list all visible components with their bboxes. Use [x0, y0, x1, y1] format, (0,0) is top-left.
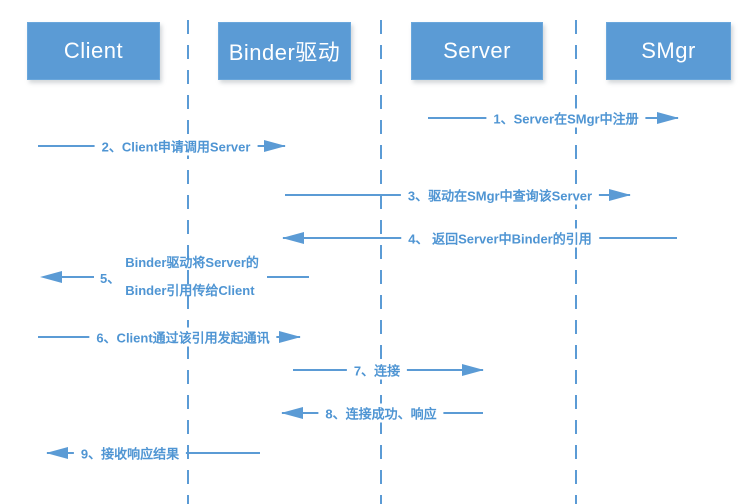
message-5-line-right: [266, 276, 309, 278]
message-5-number: 5、: [100, 270, 121, 286]
arrowhead-right-icon: [462, 364, 484, 376]
message-2-label: 2、Client申请调用Server: [94, 136, 258, 156]
participant-server: Server: [411, 22, 543, 80]
message-4: 4、 返回Server中Binder的引用: [282, 228, 677, 248]
message-7-label: 7、连接: [346, 360, 408, 380]
message-2: 2、Client申请调用Server: [38, 136, 286, 156]
message-8: 8、连接成功、响应: [281, 403, 483, 423]
message-3: 3、驱动在SMgr中查询该Server: [285, 185, 631, 205]
message-5: 5、 Binder驱动将Server的 Binder引用传给Client: [40, 249, 309, 305]
message-5-label: Binder驱动将Server的 Binder引用传给Client: [125, 249, 267, 305]
lifeline-separator-2: [380, 20, 382, 504]
message-5-line: [62, 276, 94, 278]
lifeline-separator-3: [575, 20, 577, 504]
participant-binder-driver: Binder驱动: [218, 22, 351, 80]
message-3-label: 3、驱动在SMgr中查询该Server: [400, 185, 600, 205]
arrowhead-left-icon: [282, 232, 304, 244]
arrowhead-left-icon: [46, 447, 68, 459]
message-7: 7、连接: [293, 360, 484, 380]
arrowhead-right-icon: [657, 112, 679, 124]
participant-smgr: SMgr: [606, 22, 731, 80]
message-9-label: 9、接收响应结果: [73, 443, 187, 463]
arrowhead-right-icon: [279, 331, 301, 343]
message-4-label: 4、 返回Server中Binder的引用: [401, 228, 599, 248]
arrowhead-left-icon: [40, 271, 62, 283]
message-9: 9、接收响应结果: [46, 443, 260, 463]
arrowhead-right-icon: [264, 140, 286, 152]
message-6: 6、Client通过该引用发起通讯: [38, 327, 301, 347]
lifeline-separator-1: [187, 20, 189, 504]
participant-client: Client: [27, 22, 160, 80]
message-1: 1、Server在SMgr中注册: [428, 108, 679, 128]
message-8-label: 8、连接成功、响应: [318, 403, 444, 423]
arrowhead-left-icon: [281, 407, 303, 419]
message-5-label-line2: Binder引用传给Client: [125, 283, 255, 298]
message-1-label: 1、Server在SMgr中注册: [486, 108, 646, 128]
message-6-label: 6、Client通过该引用发起通讯: [89, 327, 277, 347]
arrowhead-right-icon: [609, 189, 631, 201]
message-5-label-line1: Binder驱动将Server的: [125, 255, 259, 270]
